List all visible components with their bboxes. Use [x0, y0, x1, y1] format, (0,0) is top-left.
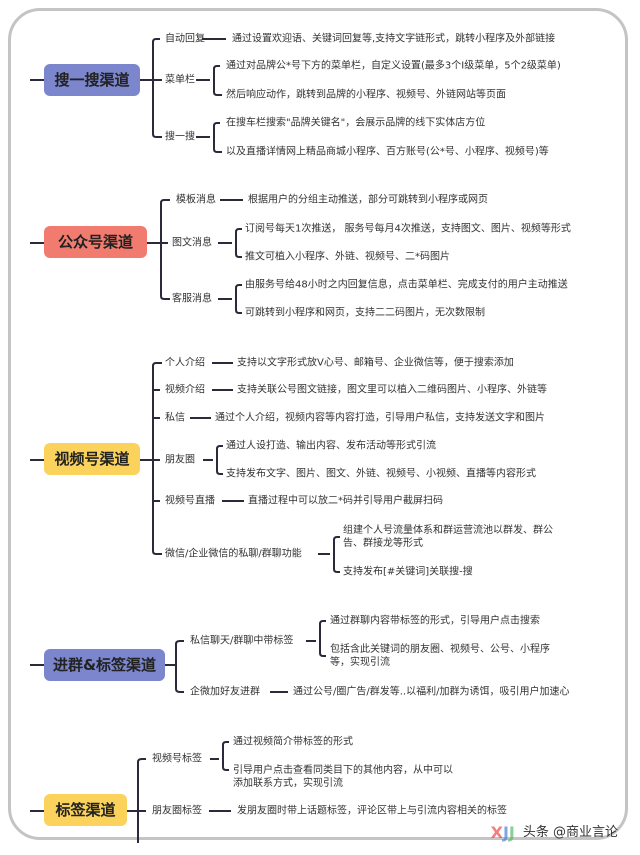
- branch-label: 个人介绍: [165, 357, 205, 369]
- detail-text: 通过公号/圈广告/群发等..以福利/加群为诱饵，吸引用户加速心: [293, 686, 570, 698]
- root-node-tags: 标签渠道: [44, 794, 127, 826]
- branch-label: 朋友圈: [165, 454, 195, 466]
- detail-text: 通过对品牌公*号下方的菜单栏，自定义设置(最多3个I级菜单，5个2级菜单): [226, 60, 561, 72]
- root-node-group-tags: 进群&标签渠道: [44, 649, 165, 681]
- detail-text: 通过个人介绍，视频内容等内容打造，引导用户私信，支持发送文字和图片: [215, 412, 545, 424]
- root-node-channels: 视频号渠道: [44, 443, 140, 475]
- detail-text: 组建个人号流量体系和群运营流池以群发、群公告、群接龙等形式: [343, 525, 553, 549]
- detail-text: 根据用户的分组主动推送，部分可跳转到小程序或网页: [248, 194, 488, 206]
- detail-text: 通过人设打造、输出内容、发布活动等形式引流: [226, 440, 436, 452]
- branch-label: 私信聊天/群聊中带标签: [190, 635, 294, 647]
- detail-text: 支持以文字形式放V心号、邮箱号、企业微信等，便于搜索添加: [237, 357, 514, 369]
- branch-label: 视频号直播: [165, 495, 215, 507]
- branch-label: 菜单栏: [165, 74, 195, 86]
- branch-label: 视频号标签: [152, 753, 202, 765]
- root-node-search: 搜一搜渠道: [44, 64, 140, 96]
- watermark: XJJ 头条 @商业言论: [491, 823, 618, 843]
- detail-text: 推文可植入小程序、外链、视频号、二*码图片: [245, 251, 450, 263]
- detail-text: 然后响应动作，跳转到品牌的小程序、视频号、外链网站等页面: [226, 89, 506, 101]
- detail-text: 支持关联公号图文链接，图文里可以植入二维码图片、小程序、外链等: [237, 384, 547, 396]
- detail-text: 包括含此关键词的朋友圈、视频号、公号、小程序等，实现引流: [330, 644, 550, 668]
- root-node-official-account: 公众号渠道: [44, 226, 147, 258]
- detail-text: 支持发布[#关键词]关联搜-搜: [343, 566, 473, 578]
- branch-label: 微信/企业微信的私聊/群聊功能: [165, 548, 302, 560]
- branch-label: 企微加好友进群: [190, 686, 260, 698]
- detail-text: 可跳转到小程序和网页，支持二二码图片，无次数限制: [245, 307, 485, 319]
- detail-text: 以及直播详情网上精品商城小程序、百方账号(公*号、小程序、视频号)等: [226, 146, 549, 158]
- watermark-text: 头条 @商业言论: [522, 825, 618, 840]
- detail-text: 通过视频简介带标签的形式: [233, 736, 353, 748]
- branch-label: 图文消息: [172, 237, 212, 249]
- detail-text: 在搜车栏搜索"品牌关键名"，会展示品牌的线下实体店方位: [226, 117, 486, 129]
- detail-text: 直播过程中可以放二*码并引导用户截屏扫码: [248, 495, 443, 507]
- branch-label: 私信: [165, 412, 185, 424]
- detail-text: 支持发布文字、图片、图文、外链、视频号、小视频、直播等内容形式: [226, 468, 536, 480]
- branch-label: 模板消息: [176, 194, 216, 206]
- detail-text: 订阅号每天1次推送， 服务号每月4次推送，支持图文、图片、视频等形式: [245, 223, 571, 235]
- detail-text: 通过群聊内容带标签的形式，引导用户点击搜索: [330, 615, 540, 627]
- branch-label: 自动回复: [165, 33, 205, 45]
- branch-label: 客服消息: [172, 293, 212, 305]
- detail-text: 通过设置欢迎语、关键词回复等,支持文字链形式，跳转小程序及外部链接: [232, 33, 556, 45]
- branch-label: 搜一搜: [165, 131, 195, 143]
- detail-text: 引导用户点击查看同类目下的其他内容，从中可以添加联系方式，实现引流: [233, 765, 453, 789]
- branch-label: 视频介绍: [165, 384, 205, 396]
- mindmap-frame: [8, 8, 628, 840]
- watermark-logo: XJJ: [490, 823, 515, 842]
- detail-text: 由服务号给48小时之内回复信息，点击菜单栏、完成支付的用户主动推送: [245, 279, 568, 291]
- branch-label: 朋友圈标签: [152, 805, 202, 817]
- detail-text: 发朋友圈时带上话题标签，评论区带上与引流内容相关的标签: [237, 805, 507, 817]
